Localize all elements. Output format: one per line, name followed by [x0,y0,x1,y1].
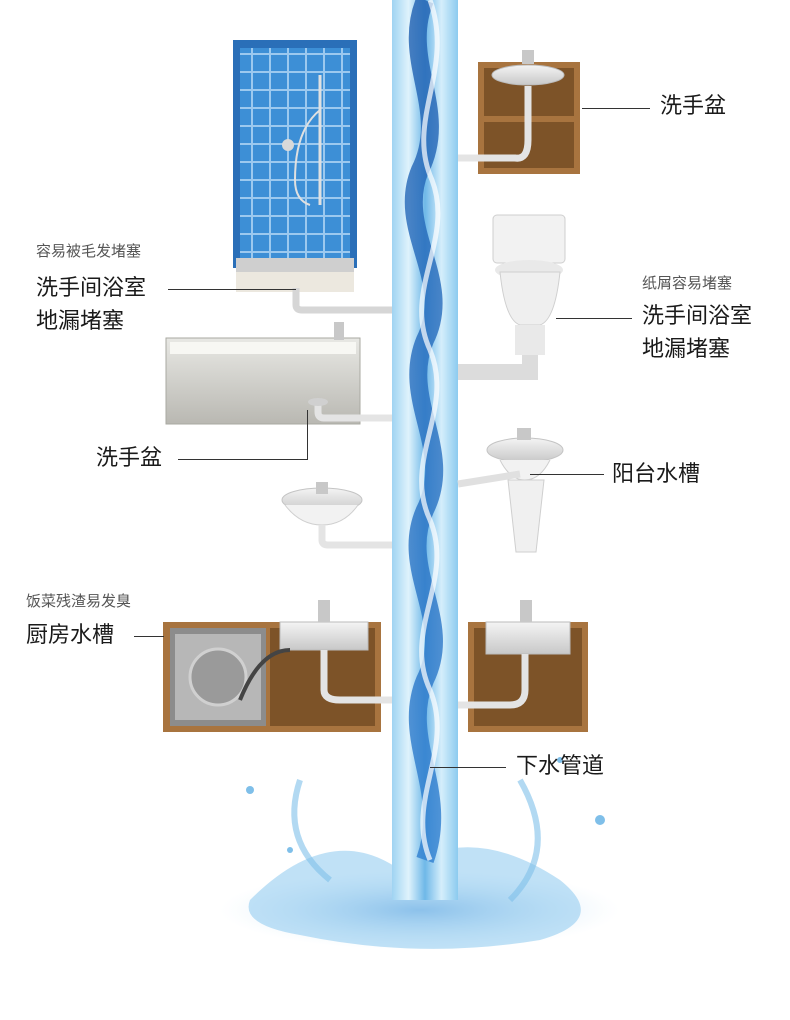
leader-line-bathtub-v [307,410,308,460]
leader-line-balcony [530,474,604,475]
label-balcony-sink: 阳台水槽 [612,458,700,492]
leader-line-bathtub-h [178,459,308,460]
balcony-pedestal-sink [458,428,563,552]
shower-cabin [233,40,392,310]
note-shower: 容易被毛发堵塞 [36,240,141,262]
label-toilet-line1: 洗手间浴室 [642,300,752,334]
note-toilet: 纸屑容易堵塞 [642,272,732,294]
note-kitchen: 饭菜残渣易发臭 [26,590,131,612]
leader-line-top-right-sink [582,108,650,109]
right-sink-cabinet [458,600,588,732]
label-toilet-line2: 地漏堵塞 [642,333,730,367]
label-shower-line1: 洗手间浴室 [36,272,146,306]
top-right-sink-cabinet [458,50,580,174]
wall-sink [282,482,392,545]
leader-line-drain [430,767,506,768]
label-kitchen-sink: 厨房水槽 [26,619,114,653]
label-drain-pipe: 下水管道 [516,750,604,784]
label-top-right-sink: 洗手盆 [660,90,726,124]
toilet [458,215,565,372]
leader-line-shower [168,289,296,290]
kitchen-cabinet [163,600,392,732]
bathtub [166,322,392,424]
main-drain-pipe [392,0,458,900]
leader-line-kitchen [134,636,164,637]
leader-line-toilet [556,318,632,319]
label-shower-line2: 地漏堵塞 [36,305,124,339]
label-bathtub-sink: 洗手盆 [96,442,162,476]
